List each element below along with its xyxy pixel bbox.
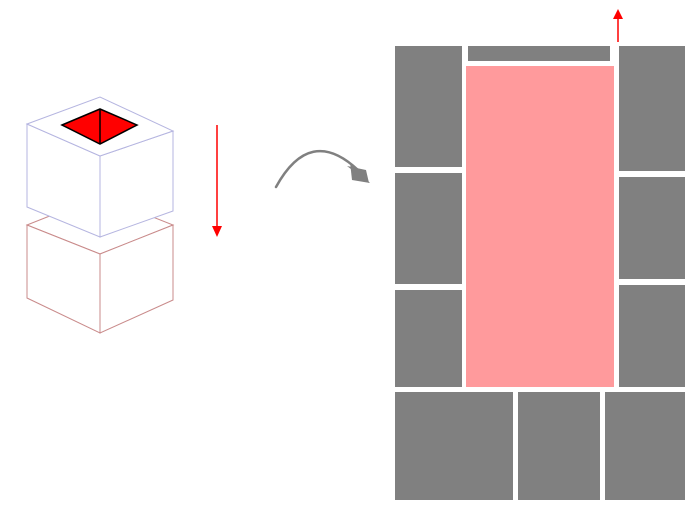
right-block-2 (619, 177, 685, 279)
left-block-2 (395, 173, 462, 284)
bottom-block-2 (518, 392, 600, 500)
down-arrow-icon (212, 125, 222, 237)
bottom-cube-right-face (99, 224, 174, 334)
up-arrow-icon (613, 9, 623, 42)
bottom-block-3 (605, 392, 685, 500)
right-block-1 (619, 46, 685, 171)
right-block-3 (619, 285, 685, 387)
left-block-3 (395, 290, 462, 387)
top-cube (25, 96, 175, 238)
center-highlight (466, 66, 614, 387)
left-block-1 (395, 46, 462, 167)
block-grid (395, 9, 685, 500)
bottom-block-1 (395, 392, 513, 500)
top-thin-bar (468, 46, 610, 61)
curved-arrow-icon (274, 149, 370, 189)
stacked-cubes-group (25, 96, 222, 334)
